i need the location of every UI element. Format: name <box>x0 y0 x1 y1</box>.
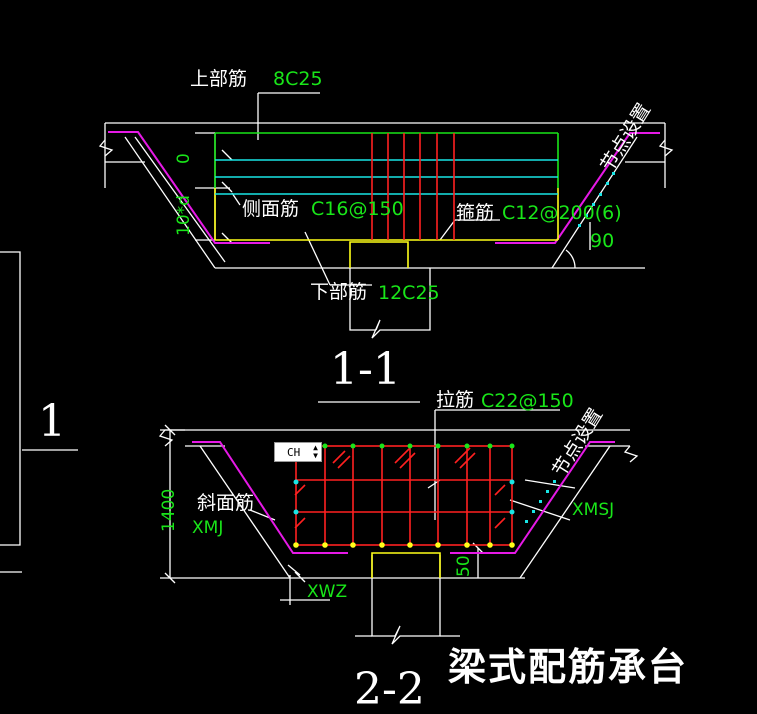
side-bar-value: C16@150 <box>311 198 404 220</box>
section-2-2-pile-yellow <box>371 552 441 578</box>
section-1-1-slope-bars <box>108 131 660 244</box>
dim-zero: 0 <box>174 153 194 164</box>
slope-bar-value: XMJ <box>192 518 224 538</box>
angle-label: 90 <box>590 230 615 252</box>
drawing-title: 梁式配筋承台 <box>448 645 689 689</box>
section-1-1-joint-dots <box>578 172 615 227</box>
section-1-1-beam <box>214 132 559 241</box>
dim-10d: 10*d <box>174 195 194 236</box>
ch-selector[interactable]: CH ▲▼ <box>274 442 322 462</box>
xmsj-label: XMSJ <box>572 500 615 520</box>
ch-selector-arrows-icon[interactable]: ▲▼ <box>313 443 318 460</box>
bottom-bar-value: 12C25 <box>378 282 440 304</box>
section-1-1-mark: 1-1 <box>330 344 401 395</box>
dim-50: 50 <box>454 555 474 577</box>
section-2-2-cage <box>294 445 513 546</box>
top-bar-value: 8C25 <box>273 68 323 90</box>
section-2-2-cyan-dots <box>293 479 556 523</box>
section-1-1-stirrups <box>371 133 455 240</box>
section-2-2-yellow-dots <box>293 542 515 548</box>
tie-bar-label: 拉筋 <box>436 389 475 411</box>
section-2-2-outline <box>158 409 639 645</box>
section-2-2-mark: 2-2 <box>354 664 425 714</box>
top-bar-label: 上部筋 <box>190 68 248 90</box>
section-2-2-green-dots <box>322 443 515 449</box>
tie-bar-value: C22@150 <box>481 390 574 412</box>
section-1-1-pile-yellow <box>349 241 409 268</box>
left-partial-view <box>0 251 78 573</box>
slope-bar-label: 斜面筋 <box>197 492 255 514</box>
side-bar-label: 侧面筋 <box>242 198 300 220</box>
ch-selector-value: CH <box>287 446 301 459</box>
stirrup-label: 箍筋 <box>456 202 495 224</box>
section-2-2-slope-bars <box>192 441 615 554</box>
bottom-bar-label: 下部筋 <box>310 281 368 303</box>
left-section-mark: 1 <box>38 396 66 447</box>
dim-1400: 1400 <box>159 488 179 532</box>
xwz-label: XWZ <box>307 582 348 602</box>
stirrup-value: C12@200(6) <box>502 202 622 224</box>
